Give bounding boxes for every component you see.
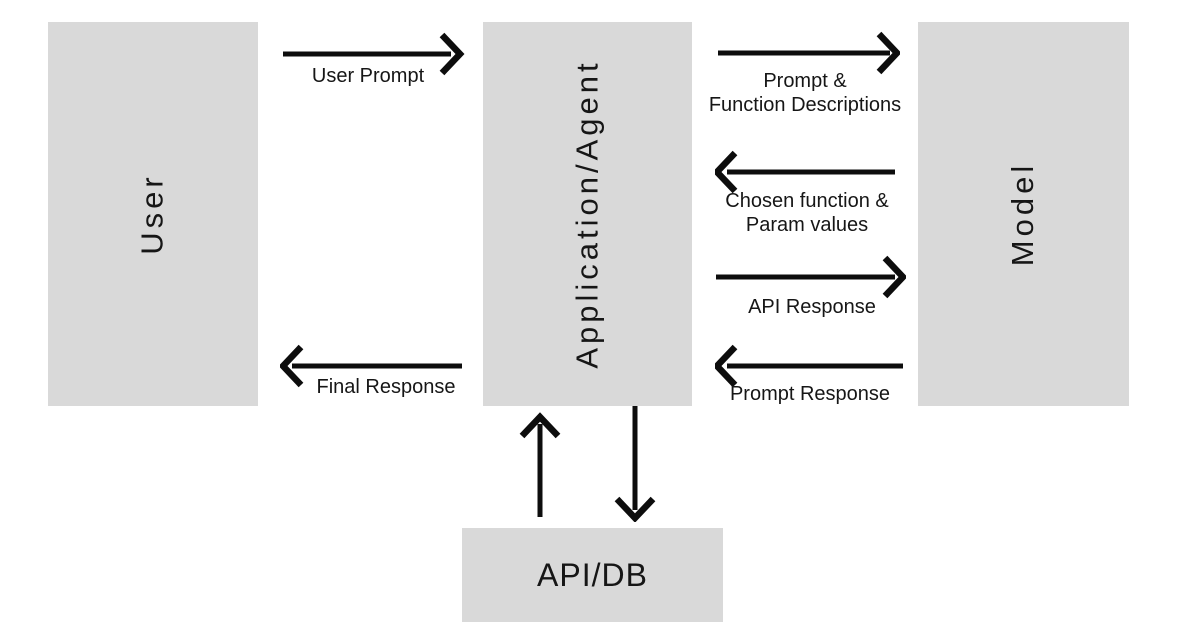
user-box-label: User <box>134 173 170 255</box>
final-response-label: Final Response <box>316 376 456 398</box>
prompt-response-arrow-left-icon <box>715 344 905 388</box>
api-response-arrow-right-icon <box>713 255 906 299</box>
prompt-response-label: Prompt Response <box>729 383 891 405</box>
prompt-function-descriptions-label: Prompt & Function Descriptions <box>708 70 902 116</box>
api-db-box-label: API/DB <box>537 556 648 593</box>
user-prompt-arrow-right-icon <box>281 32 465 76</box>
api-db-box: API/DB <box>462 528 723 622</box>
application-agent-box-label: Application/Agent <box>569 59 605 369</box>
prompt-function-descriptions-arrow-right-icon <box>714 31 900 75</box>
model-box: Model <box>918 22 1129 406</box>
api-db-to-application-arrow-up-icon <box>518 412 562 520</box>
chosen-function-param-values-arrow-left-icon <box>715 150 897 194</box>
user-prompt-label: User Prompt <box>311 65 425 87</box>
model-box-label: Model <box>1005 161 1041 267</box>
application-agent-box: Application/Agent <box>483 22 692 406</box>
api-response-label: API Response <box>748 296 876 318</box>
user-box: User <box>48 22 258 406</box>
application-to-api-db-arrow-down-icon <box>613 404 657 522</box>
final-response-arrow-left-icon <box>280 344 464 388</box>
chosen-function-param-values-label: Chosen function & Param values <box>725 190 889 236</box>
